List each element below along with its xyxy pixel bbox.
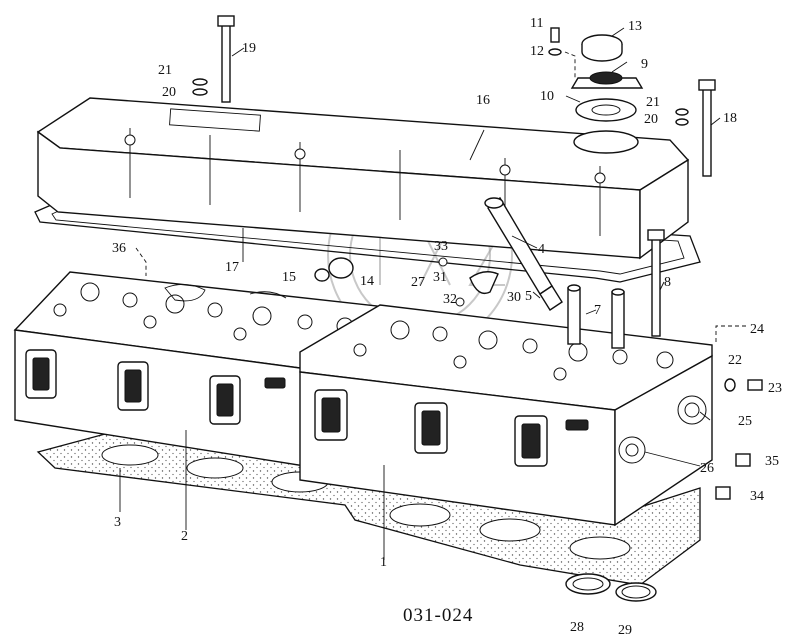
callout-29: 29: [618, 623, 632, 638]
cylinder-head-front: [299, 304, 713, 527]
oil-filler-assembly: [548, 27, 644, 154]
callout-3: 3: [114, 515, 121, 530]
callout-18: 18: [723, 111, 737, 126]
callout-22: 22: [728, 353, 742, 368]
callout-26: 26: [700, 461, 714, 476]
callout-8: 8: [664, 275, 671, 290]
callout-1: 1: [380, 555, 387, 570]
rocker-cover: [36, 97, 690, 260]
callout-23: 23: [768, 381, 782, 396]
callout-31: 31: [433, 270, 447, 285]
callout-20-right: 20: [644, 112, 658, 127]
cover-studs: [192, 15, 716, 337]
callout-33: 33: [434, 239, 448, 254]
callout-5: 5: [525, 289, 532, 304]
callout-14: 14: [360, 274, 374, 289]
callout-9: 9: [641, 57, 648, 72]
callout-21-right: 21: [646, 95, 660, 110]
callout-13: 13: [628, 19, 642, 34]
injector-and-sleeves: [314, 196, 625, 349]
callout-12: 12: [530, 44, 544, 59]
callout-25: 25: [738, 414, 752, 429]
callout-35: 35: [765, 454, 779, 469]
callout-4: 4: [538, 242, 545, 257]
callout-10: 10: [540, 89, 554, 104]
callout-34: 34: [750, 489, 764, 504]
callout-32: 32: [443, 292, 457, 307]
head-gasket: [36, 429, 701, 586]
callout-labels: 1 2 3 4 5 7 8 9 10 11 12 13 14 15 16 17 …: [112, 16, 782, 638]
callout-15: 15: [282, 270, 296, 285]
sealing-rings: [565, 573, 657, 602]
figure-number: 031-024: [403, 605, 473, 626]
callout-11: 11: [530, 16, 543, 31]
callout-24: 24: [750, 322, 764, 337]
callout-19: 19: [242, 41, 256, 56]
callout-17: 17: [225, 260, 239, 275]
callout-21-left: 21: [158, 63, 172, 78]
callout-16: 16: [476, 93, 490, 108]
callout-28: 28: [570, 620, 584, 635]
callout-2: 2: [181, 529, 188, 544]
callout-20-left: 20: [162, 85, 176, 100]
callout-27: 27: [411, 275, 425, 290]
callout-30: 30: [507, 290, 521, 305]
leader-lines: [119, 27, 746, 560]
callout-7: 7: [594, 303, 601, 318]
callout-36: 36: [112, 241, 126, 256]
plugs-and-washers: [715, 378, 763, 500]
